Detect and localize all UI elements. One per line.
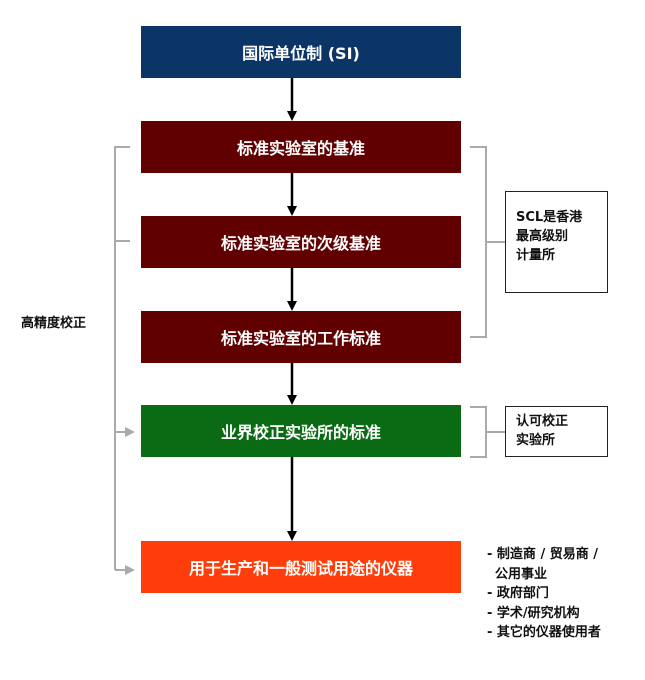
industry-standard-box: 业界校正实验所的标准	[141, 405, 461, 457]
high-precision-label: 高精度校正	[21, 316, 87, 331]
secondary-standard-label: 标准实验室的次级基准	[220, 234, 381, 253]
instruments-label: 用于生产和一般测试用途的仪器	[188, 559, 413, 578]
primary-standard-box: 标准实验室的基准	[141, 121, 461, 173]
working-standard-box: 标准实验室的工作标准	[141, 311, 461, 363]
list-item: - 其它的仪器使用者	[487, 625, 601, 640]
scl-note-line: 最高级别	[516, 229, 569, 244]
list-item: - 学术/研究机构	[487, 605, 580, 621]
industry-standard-label: 业界校正实验所的标准	[220, 423, 381, 442]
si-box-label: 国际单位制 (SI)	[242, 44, 360, 63]
accredited-note-line: 认可校正	[516, 414, 569, 429]
right-bracket-accredited	[470, 406, 487, 458]
si-box: 国际单位制 (SI)	[141, 26, 461, 78]
primary-standard-label: 标准实验室的基准	[236, 139, 365, 158]
list-item: - 政府部门	[487, 586, 549, 601]
instruments-box: 用于生产和一般测试用途的仪器	[141, 541, 461, 593]
scl-note-line: SCL是香港	[516, 210, 583, 225]
working-standard-label: 标准实验室的工作标准	[220, 329, 381, 348]
list-item: - 制造商 / 贸易商 /	[487, 547, 598, 562]
scl-note-line: 计量所	[516, 248, 556, 263]
instrument-users-list: - 制造商 / 贸易商 / 公用事业 - 政府部门 - 学术/研究机构 - 其它…	[487, 545, 601, 643]
accredited-note-line: 实验所	[516, 433, 556, 448]
left-bracket	[114, 146, 130, 570]
right-bracket-scl	[470, 146, 487, 338]
secondary-standard-box: 标准实验室的次级基准	[141, 216, 461, 268]
list-item: 公用事业	[495, 566, 548, 582]
accredited-lab-note-box: 认可校正 实验所	[505, 406, 608, 457]
scl-note-box: SCL是香港 最高级别 计量所	[505, 191, 608, 293]
